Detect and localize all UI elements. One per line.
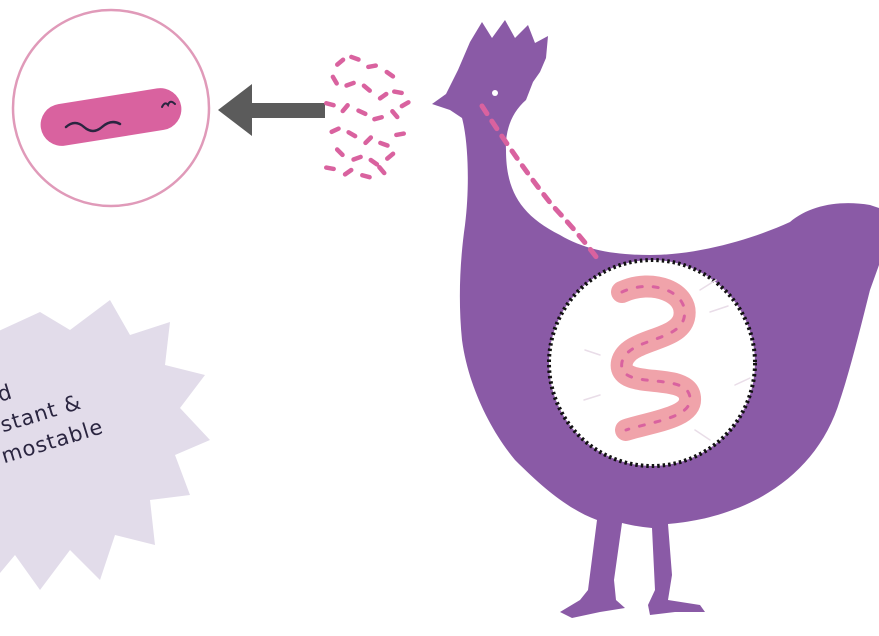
cluster-bacterium	[334, 57, 346, 68]
chicken-eye	[492, 90, 498, 96]
cluster-bacterium	[362, 134, 374, 146]
cluster-bacterium	[384, 69, 396, 80]
cluster-bacterium	[342, 167, 354, 178]
cluster-bacterium	[361, 83, 373, 94]
cluster-bacterium	[349, 54, 362, 62]
magnified-bacterium	[13, 10, 209, 206]
intestine-magnifier	[549, 260, 755, 466]
cluster-bacterium	[346, 129, 359, 139]
cluster-bacterium	[340, 102, 351, 114]
cluster-bacterium	[392, 89, 405, 96]
cluster-bacterium	[366, 63, 379, 70]
cluster-bacterium	[330, 74, 340, 87]
bacteria-cluster-icon	[324, 54, 412, 180]
cluster-bacterium	[384, 151, 396, 162]
cluster-bacterium	[356, 108, 369, 117]
cluster-bacterium	[377, 91, 389, 102]
cluster-bacterium	[394, 131, 407, 138]
cluster-bacterium	[376, 164, 387, 176]
cluster-bacterium	[324, 165, 337, 172]
arrow-left-icon	[218, 84, 325, 136]
cluster-bacterium	[372, 115, 385, 122]
cluster-bacterium	[324, 101, 337, 108]
cluster-bacterium	[351, 154, 364, 162]
cluster-bacterium	[360, 173, 373, 180]
cluster-bacterium	[344, 80, 357, 88]
cluster-bacterium	[399, 99, 412, 109]
cluster-bacterium	[389, 108, 400, 120]
cluster-bacterium	[334, 146, 346, 158]
cluster-bacterium	[378, 140, 391, 148]
cluster-bacterium	[329, 126, 342, 135]
